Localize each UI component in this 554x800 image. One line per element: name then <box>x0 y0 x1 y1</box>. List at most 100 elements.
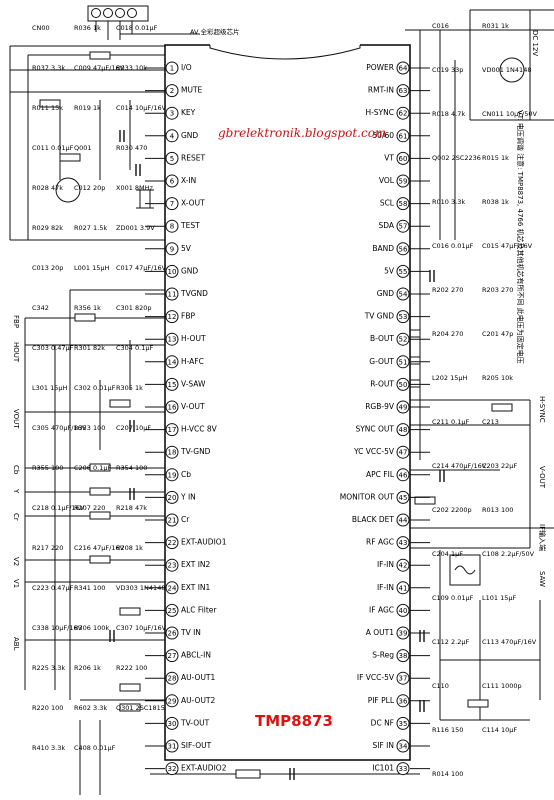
component-label: R014 100 <box>432 770 463 778</box>
right-pin-label: IF-IN <box>377 583 394 592</box>
left-pin-15 <box>165 377 179 391</box>
right-pin-group: 64POWER63RMT-IN62H-SYNC6150/6060VT59VOL5… <box>340 61 430 776</box>
component-label: C015 47μF/16V <box>482 242 533 250</box>
right-pin-56 <box>396 242 410 256</box>
left-pin-1 <box>165 61 179 75</box>
right-pin-number: 57 <box>399 223 408 231</box>
vertical-note: VT: 电压调谐 注意: TMP8873, 4766 机芯及其他机芯有所不同 此… <box>516 110 525 364</box>
component-label: C016 <box>432 22 449 30</box>
left-pin-31 <box>165 739 179 753</box>
right-pin-number: 54 <box>399 291 408 299</box>
component-label: R206 1k <box>74 664 101 672</box>
left-pin-28 <box>165 671 179 685</box>
left-pin-number: 21 <box>168 517 177 525</box>
component-label: R037 3.3k <box>32 64 65 72</box>
right-pin-37 <box>396 671 410 685</box>
right-pin-label: SYNC OUT <box>355 425 394 434</box>
component-label: R305 1k <box>116 384 143 392</box>
left-pin-label: ABCL-IN <box>181 651 211 660</box>
left-signal-fbp: FBP <box>12 315 20 328</box>
right-pin-label: SIF IN <box>373 741 395 750</box>
right-signal-label: SAW <box>538 571 546 587</box>
component-label: C304 0.1μF <box>116 344 153 352</box>
component-label: C216 47μF/16V <box>74 544 125 552</box>
right-pin-label: S-Reg <box>372 651 394 660</box>
right-pin-number: 48 <box>399 426 408 434</box>
right-pin-number: 39 <box>399 630 408 638</box>
left-pin-label: EXT-AUDIO2 <box>181 764 227 773</box>
component-label: R033 10k <box>116 64 147 72</box>
component-label: R301 82k <box>74 344 105 352</box>
right-pin-number: 33 <box>399 765 408 773</box>
component-label: R029 82k <box>32 224 63 232</box>
right-pin-label: PIF PLL <box>368 696 395 705</box>
left-pin-23 <box>165 558 179 572</box>
right-pin-45 <box>396 490 410 504</box>
left-signal-vout: VOUT <box>12 409 20 429</box>
component-label: C214 470μF/16V <box>432 462 487 470</box>
left-pin-12 <box>165 310 179 324</box>
right-pin-label: BLACK DET <box>352 515 395 524</box>
right-pin-number: 35 <box>399 720 408 728</box>
left-pin-number: 29 <box>168 697 177 705</box>
component-label: R225 3.3k <box>32 664 65 672</box>
right-pin-35 <box>396 716 410 730</box>
component-label: VD303 1N4148 <box>116 584 165 592</box>
left-pin-18 <box>165 445 179 459</box>
right-pin-number: 47 <box>399 449 408 457</box>
left-pin-5 <box>165 151 179 165</box>
left-pin-number: 19 <box>168 471 177 479</box>
left-pin-16 <box>165 400 179 414</box>
left-pin-number: 11 <box>168 291 177 299</box>
chip-ref-top: AV 全彩超级芯片 <box>190 27 240 36</box>
component-label: C110 <box>432 682 449 690</box>
component-label: R030 470 <box>116 144 147 152</box>
component-label: C111 1000p <box>482 682 522 690</box>
right-pin-40 <box>396 603 410 617</box>
right-pin-label: A OUT1 <box>366 628 394 637</box>
right-pin-51 <box>396 355 410 369</box>
component-label: C342 <box>32 304 49 312</box>
component-label: R038 1k <box>482 198 509 206</box>
left-pin-number: 5 <box>170 155 174 163</box>
right-pin-number: 34 <box>399 743 408 751</box>
component-label: R220 100 <box>32 704 63 712</box>
left-pin-29 <box>165 694 179 708</box>
left-pin-label: V-OUT <box>181 402 205 411</box>
component-label: CN00 <box>32 24 50 32</box>
transistor-q001 <box>55 177 81 203</box>
right-pin-49 <box>396 400 410 414</box>
component-label: R222 100 <box>116 664 147 672</box>
left-pin-number: 23 <box>168 562 177 570</box>
right-pin-number: 50 <box>399 381 408 389</box>
left-pin-number: 30 <box>168 720 177 728</box>
right-pin-label: H-SYNC <box>365 108 394 117</box>
component-label: X001 8MHz <box>116 184 154 192</box>
left-pin-25 <box>165 603 179 617</box>
left-pin-label: TVGND <box>180 289 208 298</box>
component-label: CN011 10μF/50V <box>482 110 537 118</box>
left-pin-number: 32 <box>168 765 177 773</box>
left-pin-number: 18 <box>168 449 177 457</box>
left-signal-cb: Cb <box>12 465 20 475</box>
right-pin-38 <box>396 649 410 663</box>
component-label: Q301 2SC1815 <box>116 704 165 712</box>
left-pin-number: 2 <box>170 87 174 95</box>
component-label: R018 4.7k <box>432 110 465 118</box>
right-pin-label: DC NF <box>371 718 394 727</box>
left-pin-label: TEST <box>180 221 200 230</box>
right-pin-44 <box>396 513 410 527</box>
component-label: R011 15k <box>32 104 63 112</box>
component-label: C114 10μF <box>482 726 517 734</box>
component-label: R028 47k <box>32 184 63 192</box>
left-pin-8 <box>165 219 179 233</box>
component-label: C013 20p <box>32 264 63 272</box>
component-label: R341 100 <box>74 584 105 592</box>
left-pin-label: H-OUT <box>181 334 206 343</box>
left-pin-label: TV IN <box>180 628 201 637</box>
right-pin-label: SDA <box>378 221 394 230</box>
left-pin-27 <box>165 649 179 663</box>
left-pin-label: X-OUT <box>181 199 205 208</box>
component-label: R353 100 <box>74 424 105 432</box>
